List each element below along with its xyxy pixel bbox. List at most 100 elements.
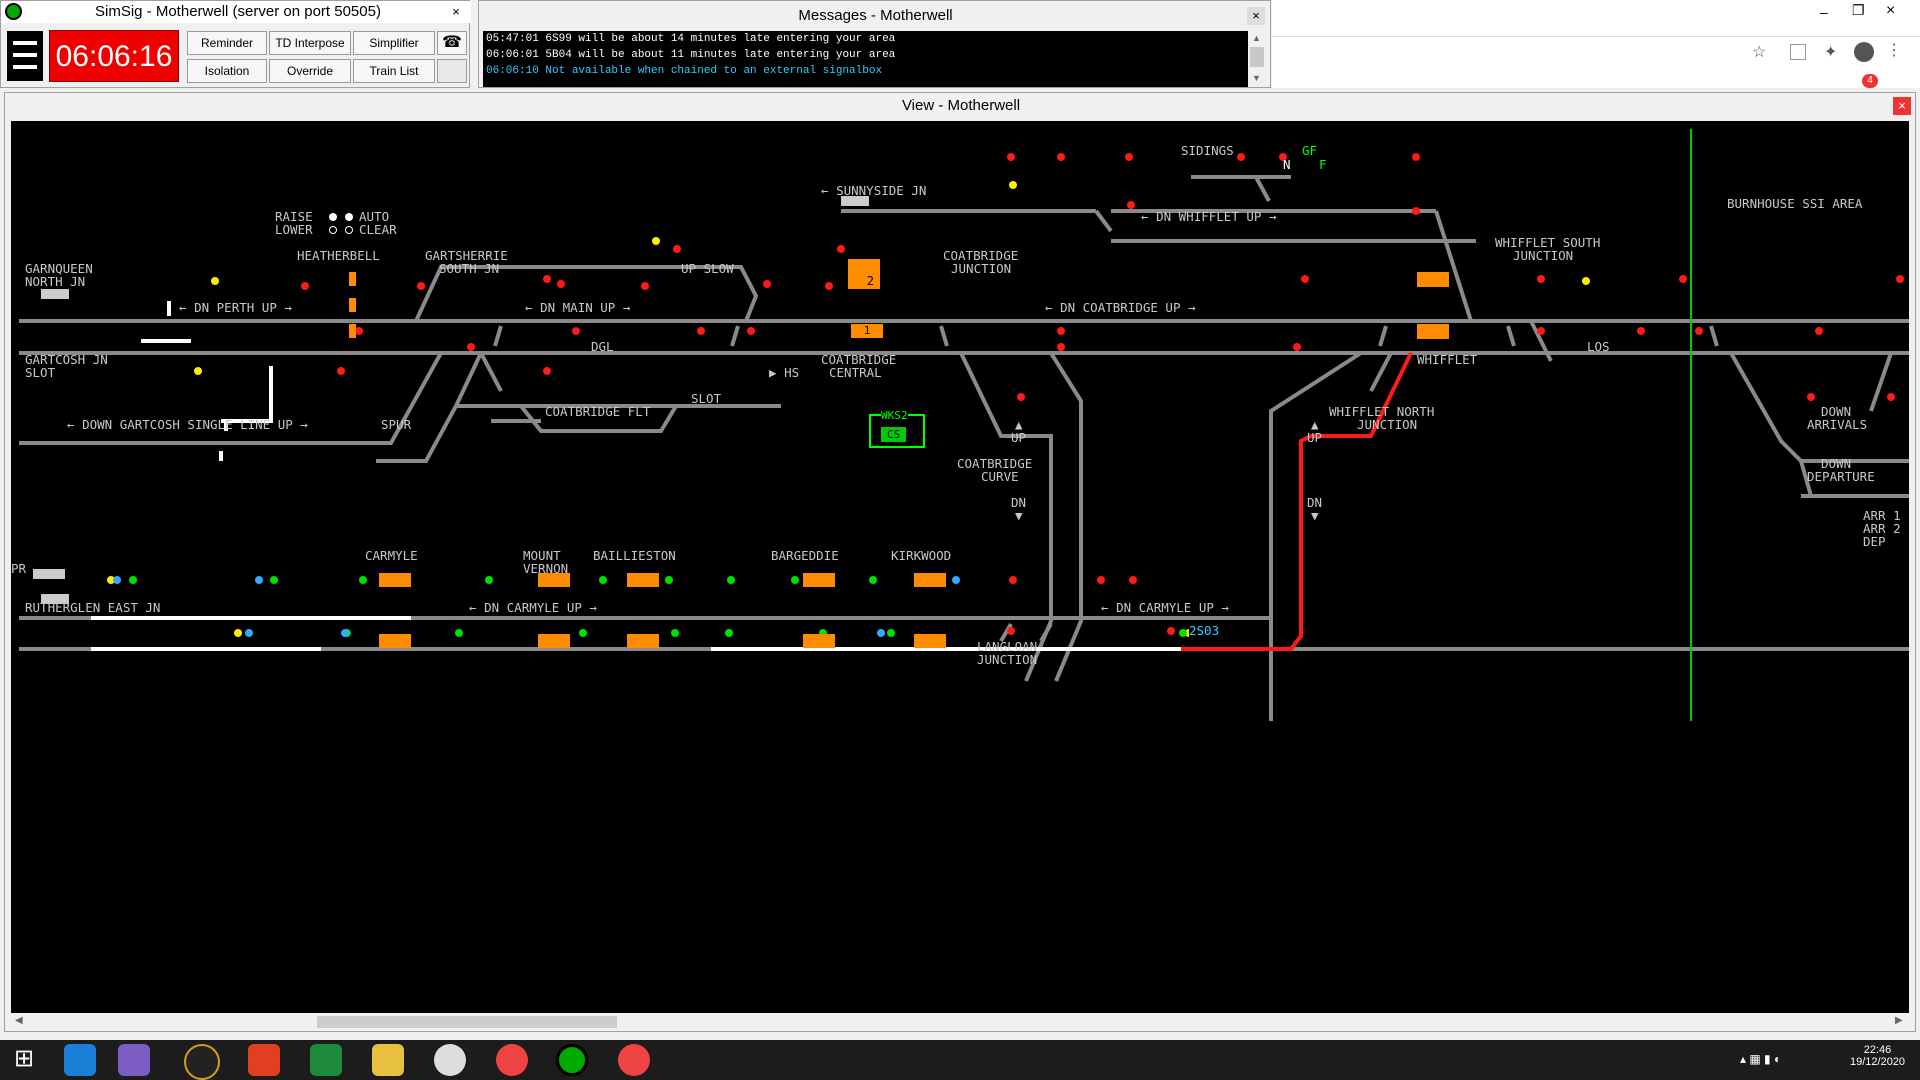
berth-block[interactable] <box>803 573 835 587</box>
telephone-icon[interactable]: ☎ <box>437 31 467 55</box>
berth-block[interactable] <box>349 324 356 338</box>
raise-label[interactable]: RAISE <box>275 209 313 224</box>
gf-f-label[interactable]: F <box>1319 157 1327 172</box>
train-list-button[interactable]: Train List <box>353 59 435 83</box>
mount-vernon-label-1: MOUNT <box>523 548 561 563</box>
auto-label[interactable]: AUTO <box>359 209 390 224</box>
restore-icon[interactable]: ❐ <box>1852 2 1865 18</box>
profile-icon[interactable] <box>1854 42 1874 62</box>
down-gartcosh-label: ← DOWN GARTCOSH SINGLE LINE UP → <box>67 417 308 432</box>
tray-icons[interactable]: ▴ ▦ ▮ ◐ <box>1740 1052 1782 1066</box>
dn-main-text: DN MAIN UP <box>540 300 616 315</box>
blank-button[interactable] <box>437 59 467 83</box>
control-title-bar[interactable]: SimSig - Motherwell (server on port 5050… <box>1 1 471 23</box>
berth-block[interactable] <box>349 298 356 312</box>
gartcosh-label-2: SLOT <box>25 365 56 380</box>
berth-block[interactable] <box>627 634 659 648</box>
auto-button[interactable] <box>345 213 353 221</box>
clear-button[interactable] <box>345 226 353 234</box>
whifflet-up-label: UP <box>1307 430 1323 445</box>
message-line: 06:06:01 5B04 will be about 11 minutes l… <box>486 49 896 61</box>
scrollbar-thumb[interactable] <box>317 1016 617 1028</box>
berth-block[interactable] <box>914 634 946 648</box>
whifflet-north-label-1: WHIFFLET NORTH <box>1329 404 1435 419</box>
train-description-2s03[interactable]: 2S03 <box>1189 623 1220 638</box>
media-player-icon[interactable] <box>184 1044 220 1080</box>
hp-icon[interactable] <box>434 1044 466 1076</box>
puzzle-icon[interactable]: ✦ <box>1824 44 1838 61</box>
dgl-label: DGL <box>591 339 614 354</box>
close-icon[interactable]: × <box>1893 97 1911 115</box>
clear-label[interactable]: CLEAR <box>359 222 397 237</box>
star-icon[interactable]: ☆ <box>1752 44 1767 61</box>
berth-block[interactable] <box>538 573 570 587</box>
dn-carmyle-label-east: ← DN CARMYLE UP → <box>1101 600 1229 615</box>
lower-label[interactable]: LOWER <box>275 222 313 237</box>
up-slow-label: UP SLOW <box>681 261 734 276</box>
sunnyside-text: SUNNYSIDE JN <box>836 183 927 198</box>
horizontal-scrollbar[interactable]: ◀ ▶ <box>11 1013 1909 1031</box>
system-clock[interactable]: 22:46 19/12/2020 <box>1850 1044 1905 1068</box>
berth-block[interactable] <box>914 573 946 587</box>
isolation-button[interactable]: Isolation <box>187 59 267 83</box>
taskbar: ⊞ 22:46 19/12/2020 ▴ ▦ ▮ ◐ <box>0 1040 1920 1080</box>
raise-button[interactable] <box>329 213 337 221</box>
coatbridge-flt-label: COATBRIDGE FLT <box>545 404 651 419</box>
close-icon[interactable]: × <box>1247 7 1265 25</box>
garnqueen-label-1: GARNQUEEN <box>25 261 93 276</box>
berth-block[interactable] <box>349 272 356 286</box>
berth-block[interactable] <box>627 573 659 587</box>
hs-label: ▶ HS <box>769 365 800 380</box>
view-title: View - Motherwell <box>901 97 1021 114</box>
down-arrow-icon: ▼ <box>1311 508 1319 523</box>
arr1-label[interactable]: ARR 1 <box>1863 508 1901 523</box>
wks2-box[interactable]: WKS2 CS <box>869 408 925 448</box>
simplifier-button[interactable]: Simplifier <box>353 31 435 55</box>
gartcosh-label-1: GARTCOSH JN <box>25 352 108 367</box>
store-icon[interactable] <box>310 1044 342 1076</box>
coatbridge-central-label-2: CENTRAL <box>829 365 882 380</box>
arr2-label[interactable]: ARR 2 <box>1863 521 1901 536</box>
simsig-taskbar-icon[interactable] <box>556 1044 588 1076</box>
coatbridge-jn-label-2: JUNCTION <box>951 261 1012 276</box>
berth-block[interactable] <box>379 634 411 648</box>
dep-label[interactable]: DEP <box>1863 534 1886 549</box>
berth-2[interactable]: 2 <box>848 259 880 289</box>
internet-explorer-icon[interactable] <box>64 1044 96 1076</box>
whifflet-south-label-1: WHIFFLET SOUTH <box>1495 235 1601 250</box>
bargeddie-label: BARGEDDIE <box>771 548 839 563</box>
windows-start-icon[interactable]: ⊞ <box>13 1045 35 1072</box>
chrome-icon[interactable] <box>618 1044 650 1076</box>
los-label: LOS <box>1587 339 1610 354</box>
extension-icon[interactable] <box>1790 44 1806 60</box>
berth-block[interactable] <box>538 634 570 648</box>
sim-clock[interactable]: 06:06:16 <box>49 30 179 82</box>
wks2-label: WKS2 <box>881 408 908 423</box>
berth-1[interactable]: 1 <box>851 324 883 338</box>
close-icon[interactable]: × <box>1886 2 1896 19</box>
signalling-diagram[interactable]: 2 1 2S03 WKS2 CS SIDINGS GF N F ← SUNNYS… <box>11 121 1909 1013</box>
gf-n-label[interactable]: N <box>1283 157 1291 172</box>
kirkwood-label: KIRKWOOD <box>891 548 952 563</box>
td-interpose-button[interactable]: TD Interpose <box>269 31 351 55</box>
override-button[interactable]: Override <box>269 59 351 83</box>
berth-block[interactable] <box>1417 324 1449 339</box>
carmyle-label: CARMYLE <box>365 548 418 563</box>
photos-icon[interactable] <box>248 1044 280 1076</box>
menu-button[interactable] <box>7 31 43 81</box>
file-explorer-icon[interactable] <box>372 1044 404 1076</box>
close-icon[interactable]: × <box>452 4 460 19</box>
dn-perth-text: DN PERTH UP <box>194 300 277 315</box>
reminder-button[interactable]: Reminder <box>187 31 267 55</box>
down-departure-label-1: DOWN <box>1821 456 1852 471</box>
berth-block[interactable] <box>1417 272 1449 287</box>
berth-block[interactable] <box>803 634 835 648</box>
paint-icon[interactable] <box>118 1044 150 1076</box>
berth-block[interactable] <box>379 573 411 587</box>
minimize-icon[interactable]: – <box>1820 4 1828 20</box>
more-icon[interactable]: ⋮ <box>1886 42 1902 59</box>
chrome-icon[interactable] <box>496 1044 528 1076</box>
lower-button[interactable] <box>329 226 337 234</box>
dn-coatbridge-text: DN COATBRIDGE UP <box>1060 300 1181 315</box>
messages-scrollbar[interactable]: ▲ ▼ <box>1248 31 1266 87</box>
